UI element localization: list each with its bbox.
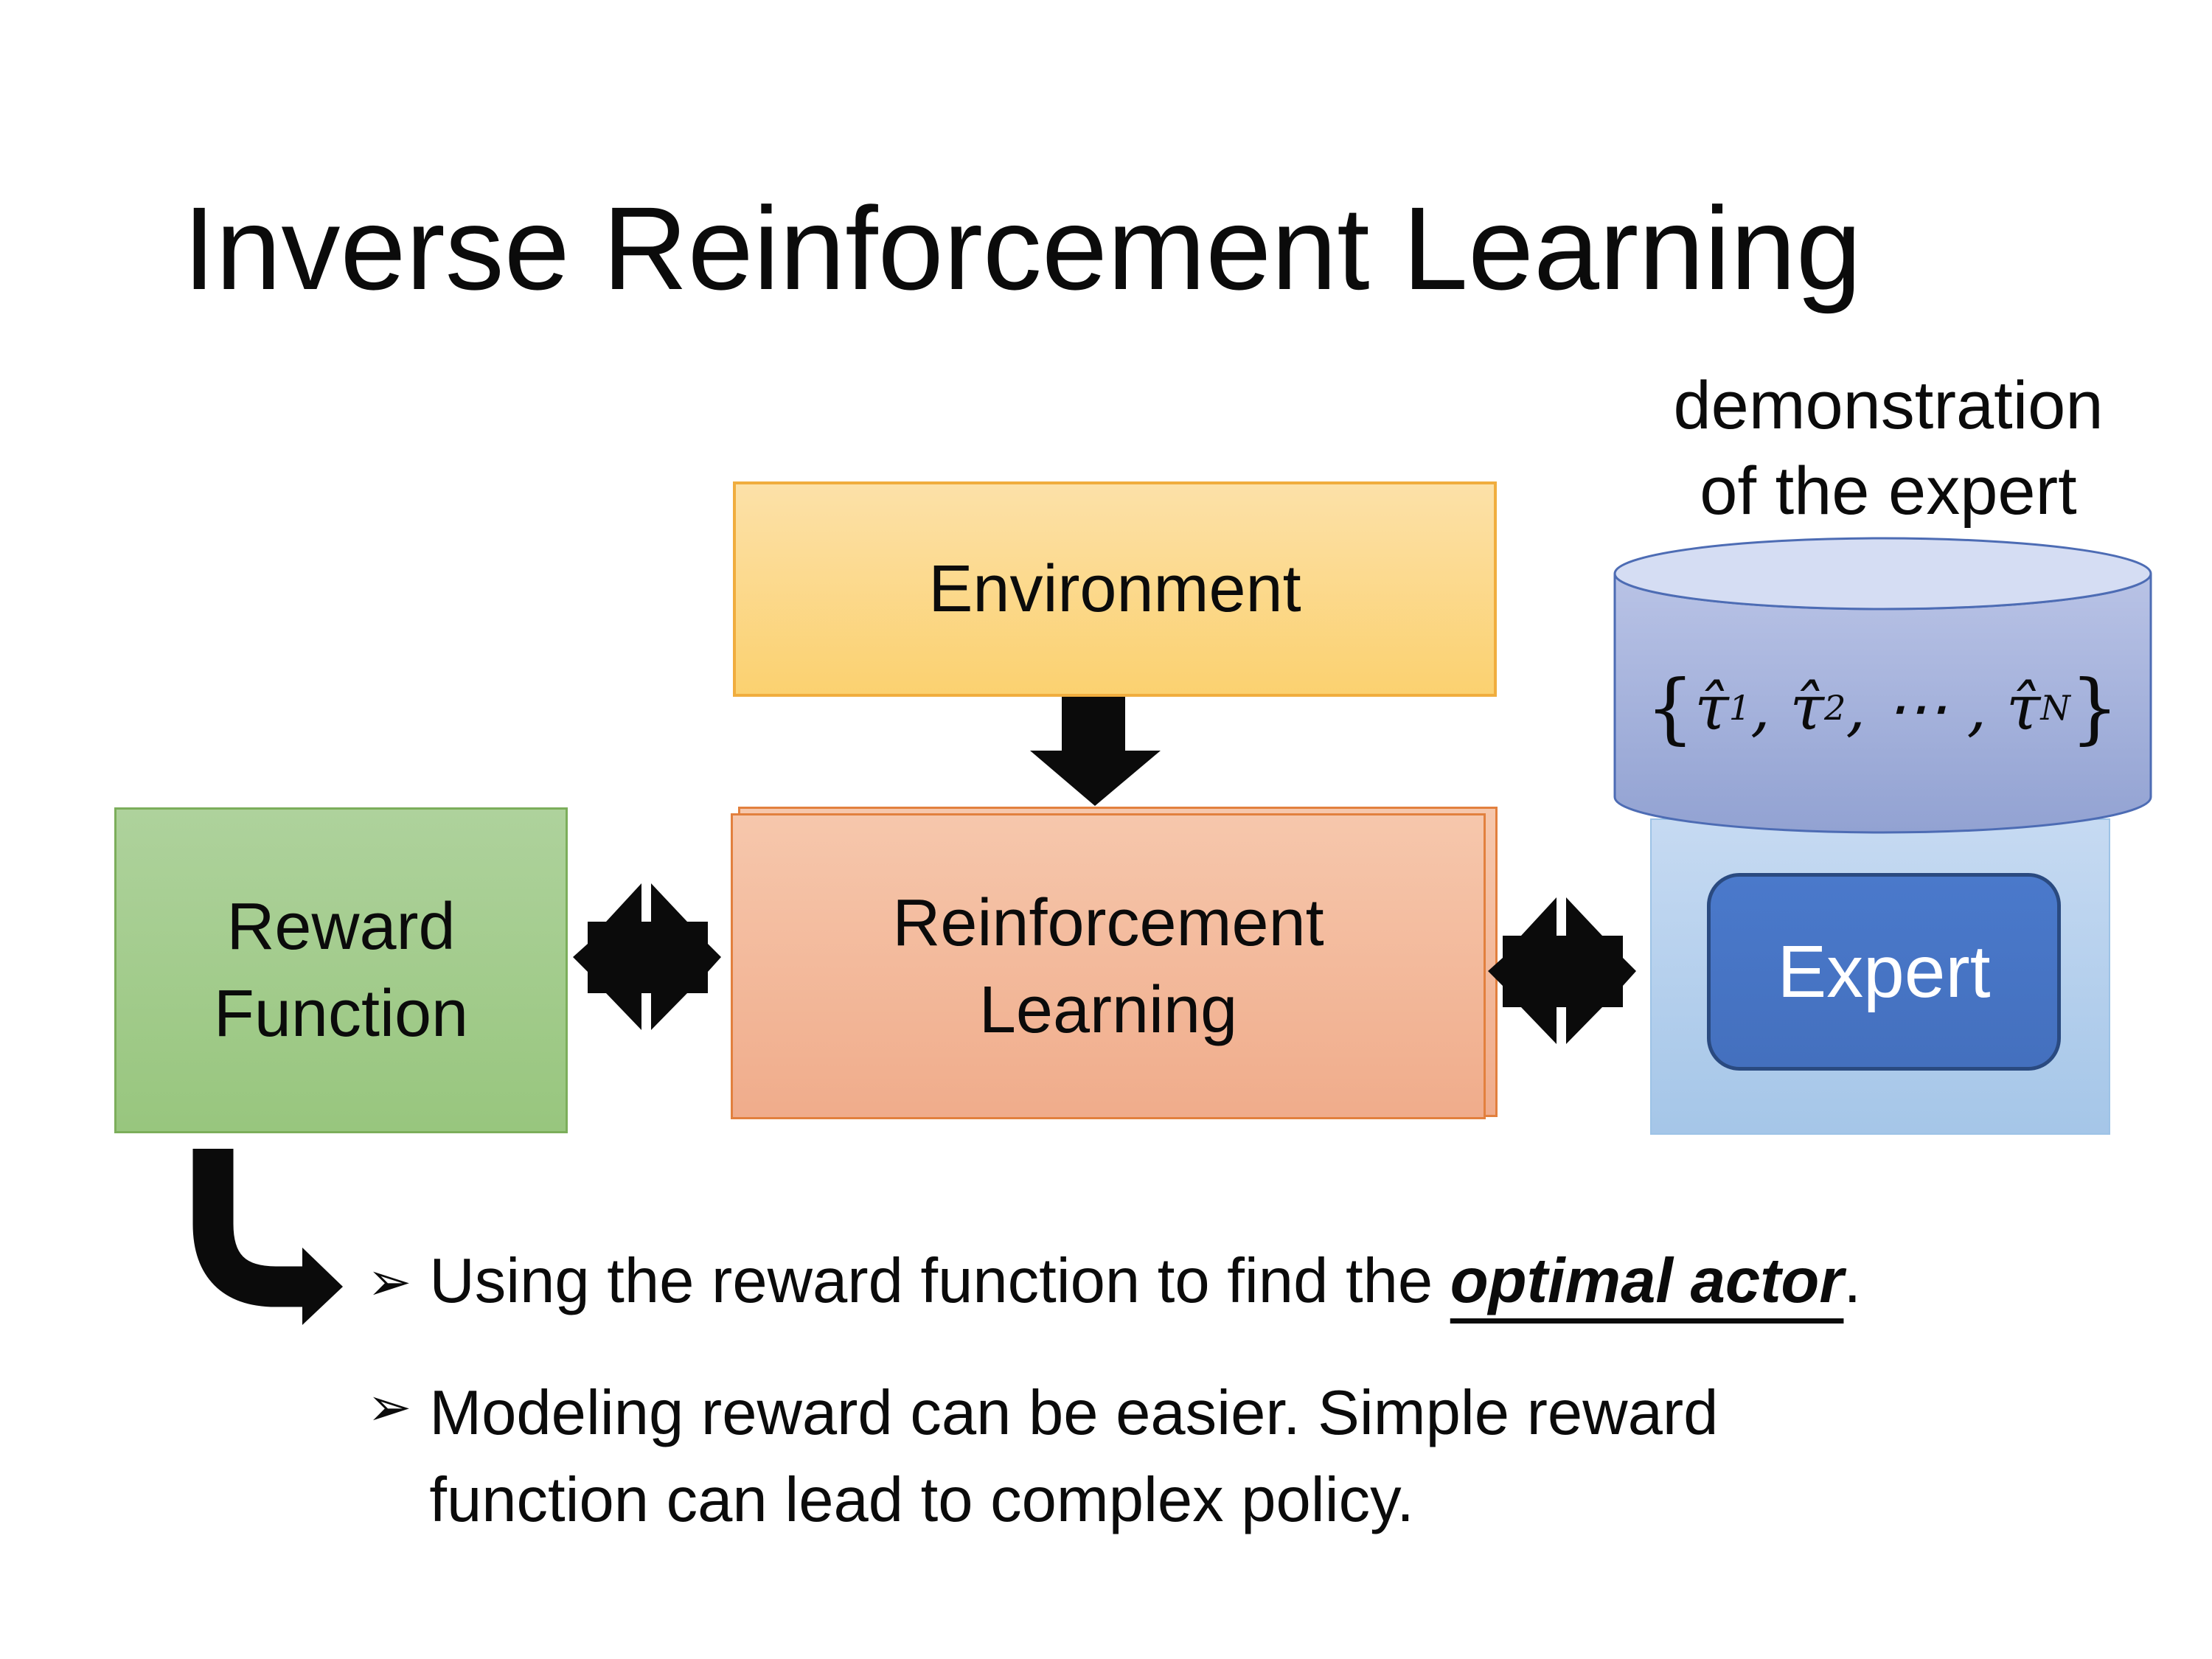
demonstration-caption-line2: of the expert (1700, 453, 2077, 529)
elbow-arrow-icon (192, 1149, 343, 1325)
bullet-1-emphasis: optimal actor (1450, 1246, 1844, 1316)
expert-label: Expert (1777, 931, 1991, 1013)
expert-box: Expert (1707, 873, 2061, 1071)
reward-function-box: Reward Function (114, 807, 568, 1133)
bullet-2-line2: function can lead to complex policy. (429, 1465, 1414, 1535)
double-arrow-icon-left (573, 883, 721, 1030)
trajectory-formula: {τ̂1, τ̂2, ⋯ , τ̂N} (1646, 663, 2119, 753)
bullet-1-text: Using the reward function to find the op… (411, 1245, 1861, 1318)
demonstration-caption: demonstration of the expert (1630, 363, 2147, 534)
bullet-arrow-icon: ➢ (367, 1251, 412, 1312)
bullet-2-line1: Modeling reward can be easier. Simple re… (429, 1378, 1719, 1448)
bullet-1-suffix: . (1843, 1246, 1862, 1316)
bullet-item-1: ➢ Using the reward function to find the … (367, 1245, 2152, 1318)
environment-box: Environment (733, 481, 1497, 697)
reward-function-label-line1: Reward (226, 890, 456, 964)
bullet-item-2: ➢ Modeling reward can be easier. Simple … (367, 1370, 2063, 1544)
down-arrow-icon (1030, 697, 1161, 806)
bullet-arrow-icon: ➢ (367, 1376, 412, 1438)
demonstration-caption-line1: demonstration (1673, 368, 2104, 443)
database-cylinder-icon (1613, 537, 2152, 834)
environment-label: Environment (928, 552, 1301, 626)
bullet-1-prefix: Using the reward function to find the (429, 1246, 1450, 1316)
reinforcement-learning-label-line2: Learning (978, 973, 1238, 1047)
reward-function-label-line2: Function (213, 977, 469, 1051)
reinforcement-learning-box: Reinforcement Learning (731, 813, 1486, 1119)
bullet-2-text: Modeling reward can be easier. Simple re… (411, 1370, 1718, 1544)
reinforcement-learning-label-line1: Reinforcement (892, 886, 1324, 960)
double-arrow-icon-right (1488, 897, 1636, 1044)
slide-title: Inverse Reinforcement Learning (183, 182, 1862, 314)
